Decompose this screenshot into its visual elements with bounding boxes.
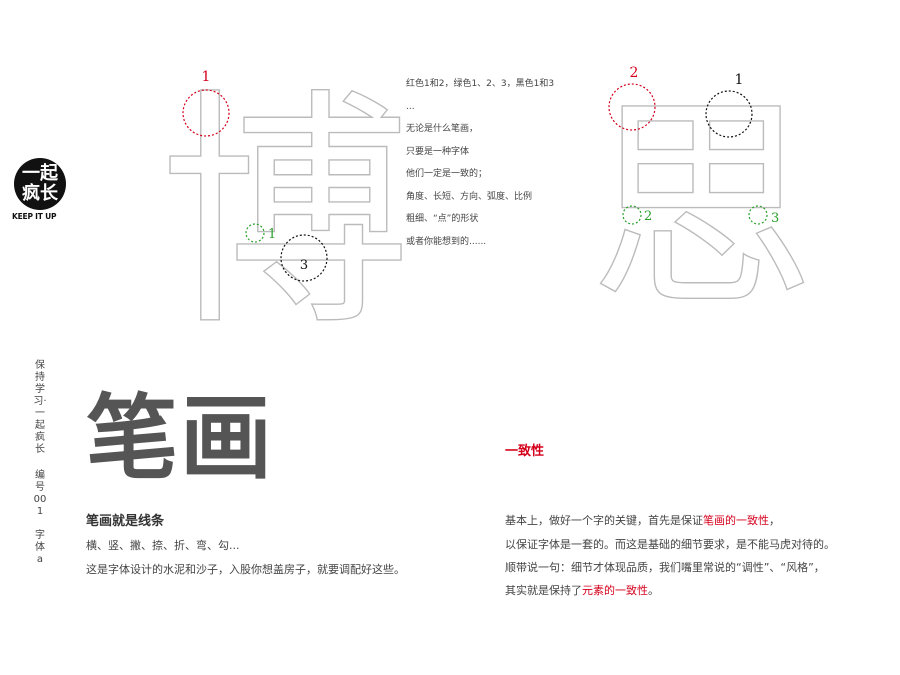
glyph-illustration-si: 思 2 1 2 3 [589, 60, 815, 340]
note-line: 或者你能想到的...... [406, 236, 487, 247]
marker-black-label: 3 [300, 258, 308, 273]
glyph-bo-outline: 博 [160, 68, 410, 359]
page-title: 笔画 [86, 385, 275, 492]
note-line: 只要是一种字体 [406, 146, 470, 157]
highlight-text: 元素的一致性 [582, 584, 648, 597]
logo-glyphs: 一起 疯长 [14, 164, 66, 204]
section-subtitle: 笔画就是线条 [86, 514, 165, 529]
marker-red-label: 2 [630, 65, 639, 81]
vertical-text-number: 编号001 [33, 470, 47, 517]
text-run: 基本上，做好一个字的关键，首先是保证 [505, 514, 703, 527]
section-heading: 一致性 [505, 444, 545, 459]
paragraph-line: 以保证字体是一套的。而这是基础的细节要求，是不能马虎对待的。 [505, 538, 835, 551]
logo-glyph-top: 一起 [22, 163, 58, 184]
logo: 一起 疯长 KEEP IT UP [12, 158, 68, 226]
marker-green-circle [748, 205, 768, 225]
text-run: 其实就是保持了 [505, 584, 582, 597]
note-line: 红色1和2，绿色1、2、3，黑色1和3 [406, 79, 555, 89]
marker-green-label: 1 [268, 227, 276, 242]
text-run: 。 [648, 584, 659, 597]
logo-caption: KEEP IT UP [12, 212, 57, 221]
vertical-text-series: 保持学习·一起疯长 [33, 360, 47, 455]
vertical-text-font: 字体a [35, 530, 45, 565]
section-body: 这是字体设计的水泥和沙子，入股你想盖房子，就要调配好这些。 [86, 563, 405, 576]
glyph-illustration-bo: 博 1 1 3 [159, 60, 410, 359]
glyph-bo-svg: 博 1 1 3 [159, 67, 410, 359]
glyph-si-svg: 思 2 1 2 3 [589, 65, 815, 340]
marker-green-circle [622, 205, 642, 225]
note-line: ... [406, 101, 415, 112]
marker-black-circle [280, 234, 328, 282]
glyph-si-outline: 思 [590, 77, 815, 339]
logo-glyph-bottom: 疯长 [22, 183, 58, 204]
marker-green-label: 2 [644, 209, 652, 224]
note-line: 无论是什么笔画， [406, 124, 479, 134]
marker-red-circle [608, 83, 656, 131]
marker-red-circle [182, 89, 230, 137]
note-line: 他们一定是一致的； [406, 169, 488, 179]
marker-black-circle [705, 90, 753, 138]
notes-block: 红色1和2，绿色1、2、3，黑色1和3 ... 无论是什么笔画， 只要是一种字体… [406, 73, 586, 253]
text-run: ， [769, 514, 780, 527]
logo-badge: 一起 疯长 [14, 158, 66, 210]
marker-green-circle [245, 223, 265, 243]
note-line: 角度、长短、方向、弧度、比例 [406, 191, 533, 202]
marker-red-label: 1 [202, 69, 211, 85]
marker-black-label: 1 [735, 72, 744, 88]
paragraph-line: 其实就是保持了元素的一致性。 [505, 582, 659, 598]
highlight-text: 笔画的一致性 [703, 514, 769, 527]
paragraph-line: 顺带说一句：细节才体现品质，我们嘴里常说的“调性”、“风格”， [505, 561, 825, 574]
stroke-list: 横、竖、撇、捺、折、弯、勾... [86, 539, 240, 552]
marker-green-label: 3 [771, 211, 779, 226]
note-line: 粗细、“点”的形状 [406, 214, 479, 224]
paragraph-line: 基本上，做好一个字的关键，首先是保证笔画的一致性， [505, 512, 780, 528]
